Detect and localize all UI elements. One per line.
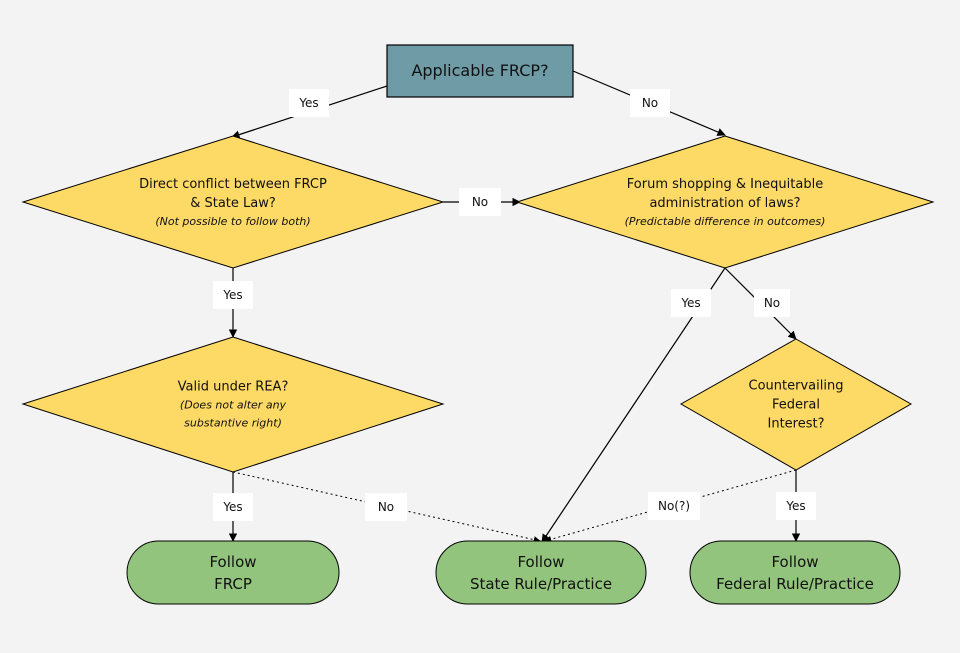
federal-line2: Federal Rule/Practice [716, 575, 874, 593]
rea-line1: Valid under REA? [177, 379, 289, 395]
edge-label-rea-yes: Yes [213, 493, 253, 521]
start-label: Applicable FRCP? [411, 61, 549, 80]
conflict-line2: & State Law? [190, 196, 276, 211]
countervailing-line2: Federal [772, 397, 820, 413]
forum-line1: Forum shopping & Inequitable [626, 177, 824, 192]
edge-label-rea-no: No [365, 493, 407, 521]
forum-line2: administration of laws? [649, 196, 801, 211]
countervailing-line3: Interest? [767, 416, 825, 432]
rea-note1: (Does not alter any [179, 398, 287, 412]
terminal-federal [689, 540, 901, 605]
terminal-state [435, 540, 647, 605]
frcp-line2: FRCP [214, 575, 252, 593]
start-box [386, 44, 574, 98]
federal-text: Follow Federal Rule/Practice [716, 551, 874, 595]
rea-text: Valid under REA? (Does not alter any sub… [178, 378, 289, 433]
frcp-line1: Follow [209, 553, 257, 571]
conflict-text: Direct conflict between FRCP & State Law… [139, 175, 327, 231]
edge-label-forum-yes: Yes [671, 289, 711, 317]
edge-label-conflict-no: No [459, 188, 501, 216]
frcp-text: Follow FRCP [209, 551, 256, 595]
countervailing-diamond [679, 338, 913, 471]
edge-label-forum-no: No [754, 289, 790, 317]
conflict-diamond [21, 135, 445, 269]
state-text: Follow State Rule/Practice [470, 551, 612, 595]
forum-note: (Predictable difference in outcomes) [624, 215, 826, 228]
forum-text: Forum shopping & Inequitable administrat… [625, 175, 826, 231]
state-line1: Follow [517, 553, 565, 571]
terminal-frcp [126, 540, 340, 605]
conflict-note: (Not possible to follow both) [155, 215, 311, 228]
rea-diamond [21, 336, 445, 473]
edge-label-start-no: No [630, 89, 670, 117]
state-line2: State Rule/Practice [469, 575, 613, 593]
edge-label-conflict-yes: Yes [213, 281, 253, 309]
countervailing-line1: Countervailing [748, 378, 844, 394]
conflict-line1: Direct conflict between FRCP [139, 177, 327, 192]
federal-line1: Follow [771, 553, 819, 571]
countervailing-text: Countervailing Federal Interest? [749, 377, 844, 434]
edge-label-countervailing-yes: Yes [776, 492, 816, 520]
edge-label-countervailing-no: No(?) [648, 492, 700, 520]
rea-note2: substantive right) [184, 416, 282, 430]
forum-diamond [515, 135, 935, 269]
edge-label-start-yes: Yes [289, 89, 329, 117]
